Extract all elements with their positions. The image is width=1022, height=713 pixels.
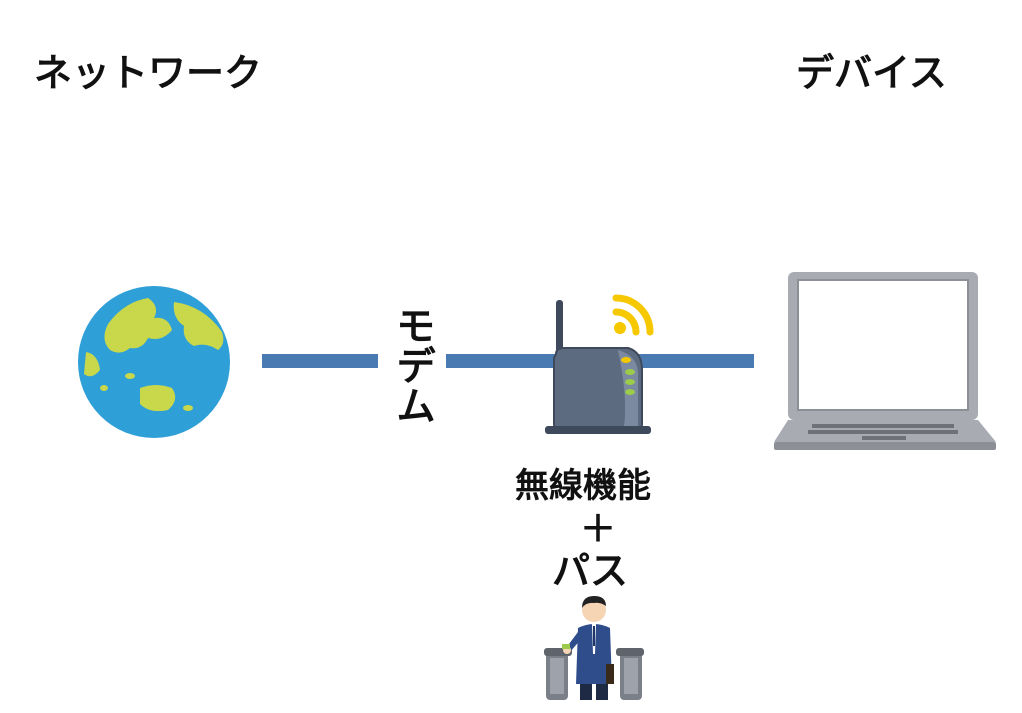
wireless-router-icon: [545, 300, 651, 434]
device-label: デバイス: [796, 51, 947, 95]
modem-label: モデム: [389, 305, 435, 425]
ticket-gate-person-icon: [544, 596, 644, 700]
wireless-function-label: 無線機能: [515, 466, 651, 506]
globe-icon: [78, 286, 230, 438]
laptop-icon: [774, 272, 996, 450]
wifi-signal-icon: [612, 294, 654, 336]
network-label: ネットワーク: [34, 51, 263, 95]
connection-line-left: [262, 354, 378, 368]
pass-label: パス: [552, 549, 629, 593]
plus-label: ＋: [580, 509, 617, 550]
